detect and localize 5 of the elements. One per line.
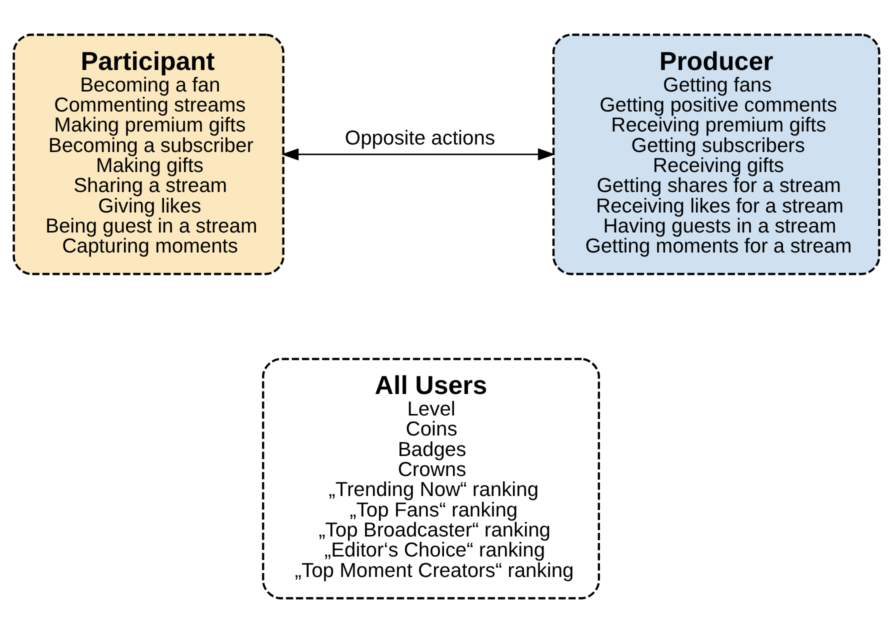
- node-box: All Users Level Coins Badges Crowns „Trending Now“ ranking „Top Fans“ ranking „Top Broadcaster“ ranking „Editor‘s Choice“ ranking „Top Moment Creators“ ranking: [262, 357, 600, 599]
- arrow: [281, 148, 556, 160]
- edge-label: Opposite actions: [344, 127, 496, 150]
- node-box: Participant Becoming a fan Commenting streams Making premium gifts Becoming a subscriber Making gifts Sharing a stream Giving likes Being guest in a stream Capturing moments: [12, 33, 284, 275]
- node-box: Producer Getting fans Getting positive comments Receiving premium gifts Getting subscribers Receiving gifts Getting shares for a stream Receiving likes for a stream Having guests in a stream Getting moments for a stream: [552, 33, 880, 275]
